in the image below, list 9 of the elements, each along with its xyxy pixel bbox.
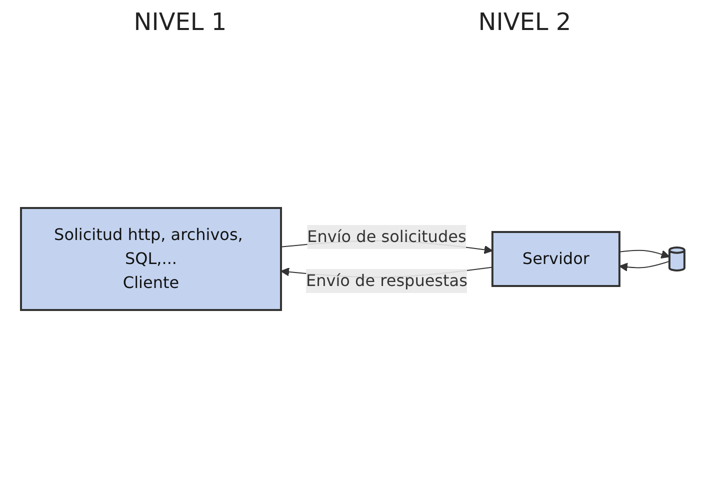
node-box: Servidor bbox=[491, 230, 620, 286]
level-heading: NIVEL 1 bbox=[134, 8, 227, 36]
edge-label: Envío de respuestas bbox=[306, 270, 468, 290]
node-box: Solicitud http, archivos, SQL,... Cliente bbox=[20, 206, 282, 310]
arrow bbox=[618, 260, 670, 271]
edge-label: Envío de solicitudes bbox=[306, 226, 466, 246]
level-heading: NIVEL 2 bbox=[478, 8, 572, 36]
arrow bbox=[618, 249, 670, 258]
node-cylinder bbox=[668, 246, 686, 272]
